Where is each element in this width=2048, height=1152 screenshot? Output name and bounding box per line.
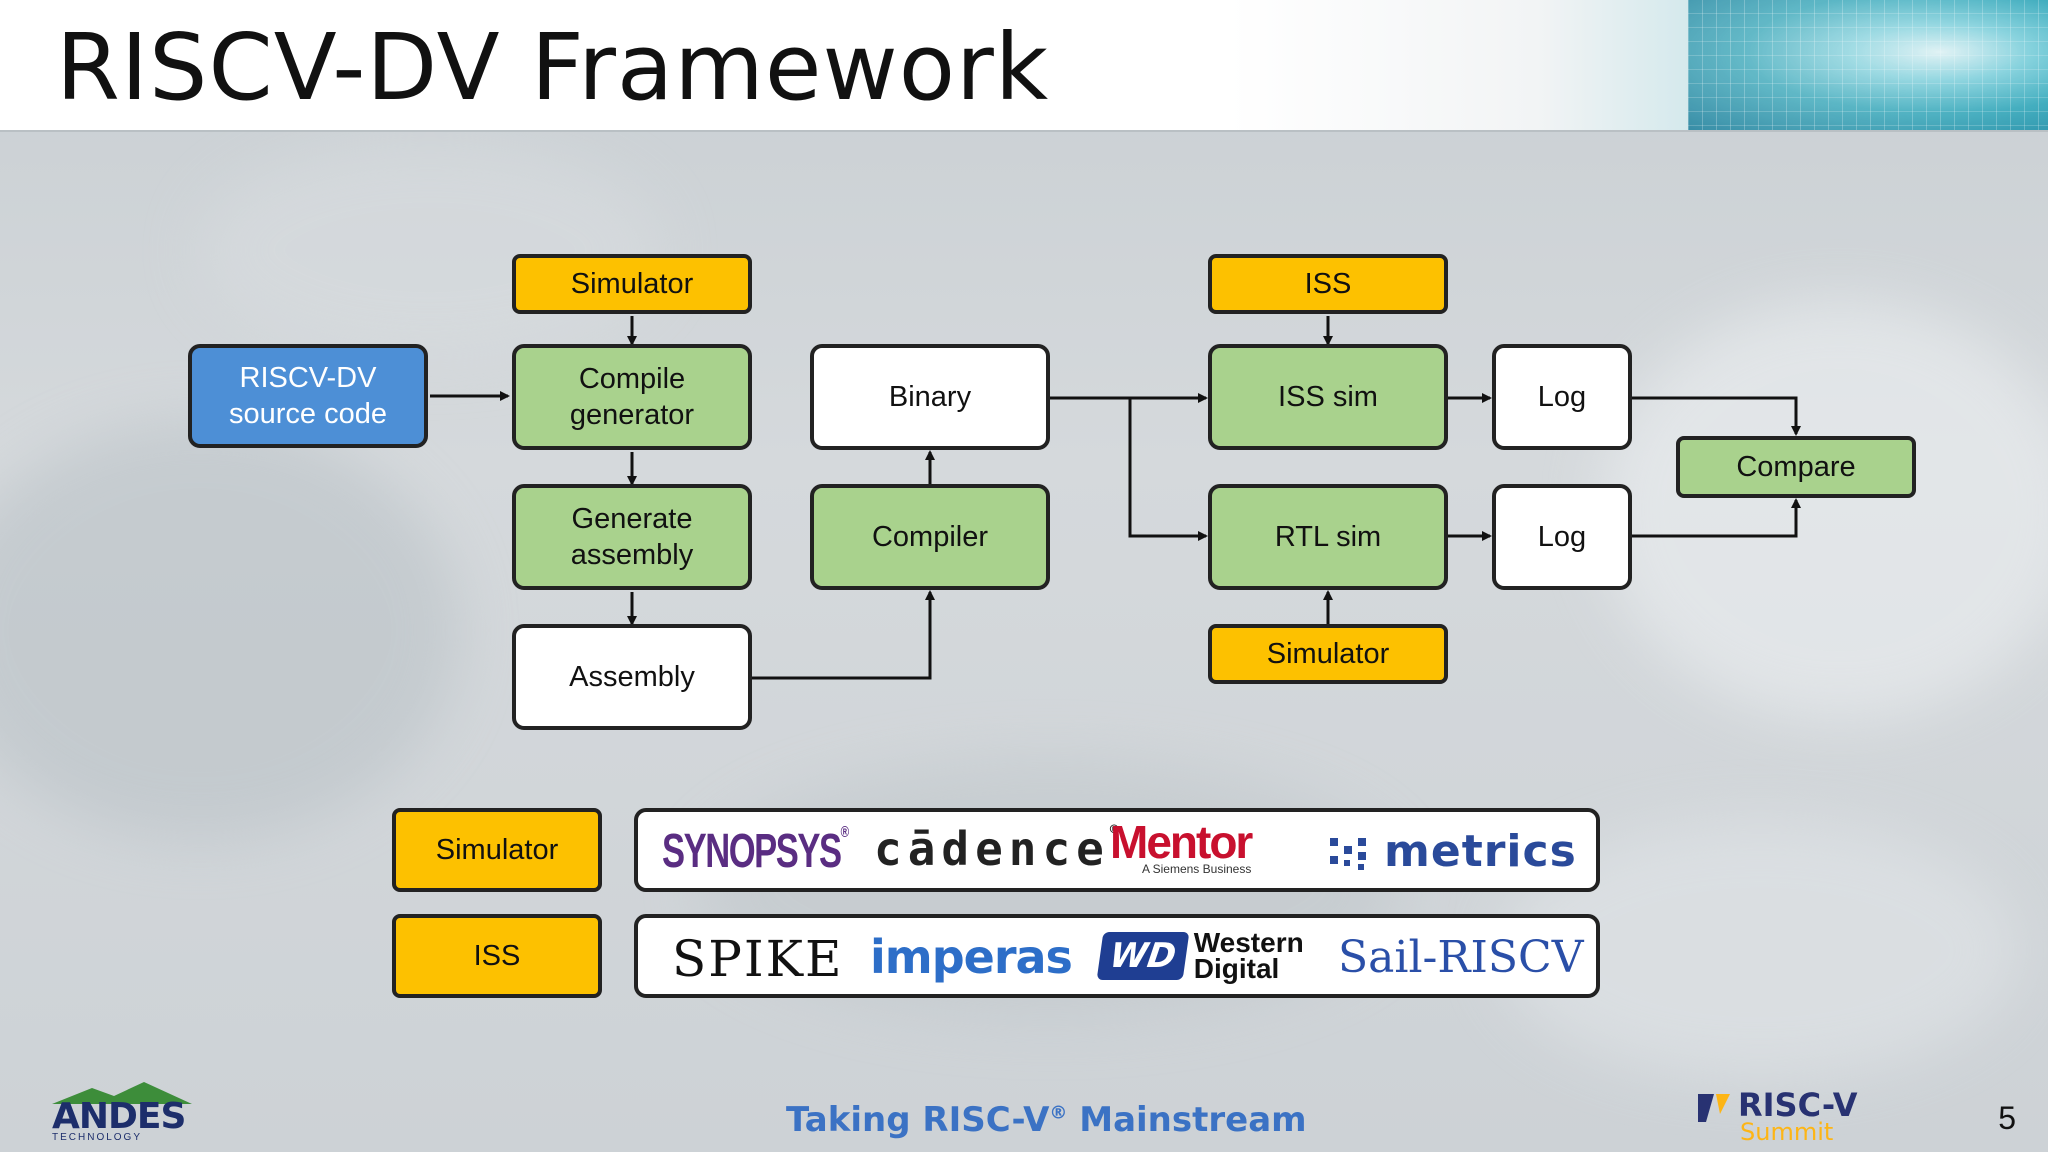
metrics-logo: metrics [1328,826,1577,877]
western-digital-logo: WD Western Digital [1096,927,1304,984]
legend-simulator-label: Simulator [392,808,602,892]
node-generate-assembly-line1: Generate [571,502,693,535]
mentor-subtitle: A Siemens Business [1141,862,1252,876]
cadence-text: cādence [874,822,1110,876]
mentor-text: Mentor [1110,816,1253,868]
sail-riscv-logo: Sail-RISCV [1338,932,1584,983]
wd-badge: WD [1096,932,1190,980]
node-riscv-dv-source: RISCV-DV source code [188,344,428,448]
digital-text: Digital [1193,953,1280,984]
node-compiler: Compiler [810,484,1050,590]
riscv-text: RISC-V [1738,1086,1858,1124]
header-decoration-image [1688,0,2048,130]
riscv-summit-text: Summit [1740,1118,1834,1146]
cadence-logo: cādence® [874,822,1118,876]
andes-subtext: TECHNOLOGY [52,1132,143,1143]
mentor-logo: Mentor A Siemens Business [1110,814,1253,876]
spike-logo: SPIKE [672,930,844,988]
simulator-vendors-panel: SYNOPSYS® cādence® Mentor A Siemens Busi… [634,808,1600,892]
title-bar [0,0,2048,132]
node-compare: Compare [1676,436,1916,498]
western-text: Western [1193,927,1304,958]
metrics-text: metrics [1384,826,1577,877]
node-compile-generator-line2: generator [569,399,695,431]
node-log-bottom: Log [1492,484,1632,590]
andes-logo: ANDES TECHNOLOGY [52,1082,192,1143]
node-iss-top: ISS [1208,254,1448,314]
metrics-dots-icon [1330,837,1366,870]
node-riscv-dv-source-line1: RISCV-DV [239,361,377,394]
riscv-summit-logo: RISC-V Summit [1696,1086,1896,1146]
node-riscv-dv-source-line2: source code [229,398,387,430]
node-simulator-bottom: Simulator [1208,624,1448,684]
synopsys-reg: ® [840,824,849,841]
footer-tagline-tail: Mainstream [1067,1100,1307,1140]
node-compile-generator-line1: Compile [578,362,686,395]
cadence-reg: ® [1109,822,1119,838]
western-digital-wordmark: Western Digital [1193,927,1304,984]
andes-text: ANDES [52,1096,186,1137]
node-simulator-top: Simulator [512,254,752,314]
synopsys-logo: SYNOPSYS® [662,824,849,879]
node-generate-assembly-line2: assembly [570,539,694,571]
node-assembly: Assembly [512,624,752,730]
node-compile-generator: Compile generator [512,344,752,450]
footer-tagline-reg: ® [1049,1102,1068,1124]
page-number: 5 [1998,1100,2016,1136]
node-binary: Binary [810,344,1050,450]
synopsys-text: SYNOPSYS [662,825,842,878]
footer-tagline: Taking RISC-V® Mainstream [786,1100,1307,1140]
node-iss-sim: ISS sim [1208,344,1448,450]
node-generate-assembly: Generate assembly [512,484,752,590]
node-rtl-sim: RTL sim [1208,484,1448,590]
footer-tagline-head: Taking RISC-V [786,1100,1050,1140]
node-log-top: Log [1492,344,1632,450]
imperas-logo: imperas [870,930,1073,984]
andes-mountain-icon [52,1082,192,1104]
riscv-mark-icon [1698,1094,1730,1122]
legend-iss-label: ISS [392,914,602,998]
iss-vendors-panel: SPIKE imperas WD Western Digital Sail-RI… [634,914,1600,998]
page-title: RISCV-DV Framework [56,14,1050,121]
